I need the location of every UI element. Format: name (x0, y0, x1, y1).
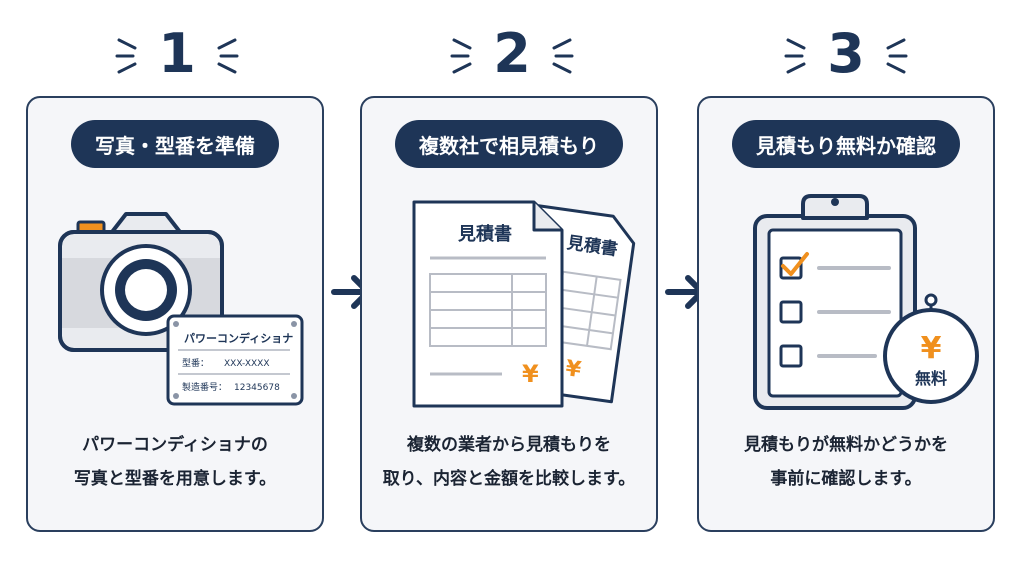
yen-mark: ¥ (522, 360, 539, 388)
clipboard-icon: ¥ 無料 (753, 194, 979, 410)
desc-line: 複数の業者から見積もりを (407, 435, 611, 455)
desc-line: 取り、内容と金額を比較します。 (382, 469, 636, 489)
step-number: 3 (827, 22, 865, 85)
step-1-number: 1 (115, 22, 239, 86)
sparkle-icon (552, 38, 574, 74)
plate-serial-value: 12345678 (234, 383, 280, 393)
sparkle-icon (450, 38, 472, 74)
yen-mark: ¥ (921, 331, 942, 366)
step-description: パワーコンディショナの 写真と型番を用意します。 (28, 428, 322, 496)
sparkle-icon (886, 38, 908, 74)
step-title: 複数社で相見積もり (395, 120, 623, 168)
yen-mark: ¥ (564, 356, 583, 383)
plate-model-label: 型番： (182, 357, 209, 369)
step-2-number: 2 (450, 22, 574, 86)
step-1-card: 写真・型番を準備 パワーコンディショナ 型番： XXX-XXXX 製造番号： 1… (26, 96, 324, 532)
step-3-card: 見積もり無料か確認 ¥ 無料 見積もりが無料かどうかを 事前に確認します。 (697, 96, 995, 532)
sparkle-icon (217, 38, 239, 74)
plate-serial-label: 製造番号： (182, 381, 227, 393)
desc-line: 写真と型番を用意します。 (73, 469, 277, 489)
doc-title: 見積書 (457, 223, 512, 245)
estimate-document-icon: 見積書 ¥ 見積書 ¥ (412, 200, 636, 408)
step-3-number: 3 (784, 22, 908, 86)
camera-icon: パワーコンディショナ 型番： XXX-XXXX 製造番号： 12345678 (58, 212, 304, 406)
desc-line: パワーコンディショナの (82, 435, 268, 455)
step-number: 1 (158, 22, 196, 85)
free-tag-label: 無料 (915, 369, 947, 388)
step-description: 複数の業者から見積もりを 取り、内容と金額を比較します。 (362, 428, 656, 496)
step-2-card: 複数社で相見積もり 見積書 ¥ 見積書 ¥ 複数の業者から見積もりを 取り、内容… (360, 96, 658, 532)
check-icon (781, 252, 809, 276)
step-description: 見積もりが無料かどうかを 事前に確認します。 (699, 428, 993, 496)
sparkle-icon (784, 38, 806, 74)
desc-line: 事前に確認します。 (770, 469, 922, 489)
plate-name: パワーコンディショナ (184, 331, 293, 345)
desc-line: 見積もりが無料かどうかを (744, 435, 948, 455)
plate-model-value: XXX-XXXX (224, 359, 270, 369)
step-number: 2 (493, 22, 531, 85)
step-title: 写真・型番を準備 (71, 120, 279, 168)
sparkle-icon (115, 38, 137, 74)
step-title: 見積もり無料か確認 (732, 120, 960, 168)
